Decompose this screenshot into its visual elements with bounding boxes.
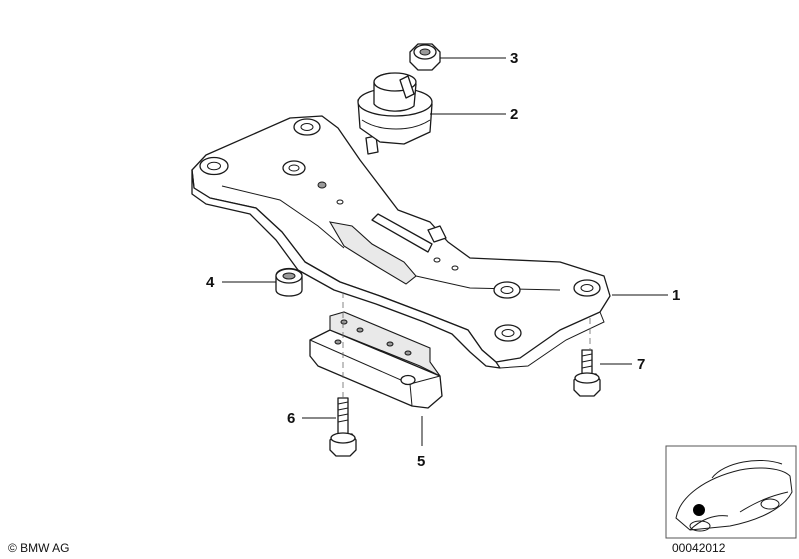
copyright-text: © BMW AG (8, 541, 70, 555)
bolt-long-part[interactable] (573, 349, 601, 397)
bushing-part[interactable] (275, 267, 303, 297)
callout-label: 3 (510, 50, 518, 67)
callout-label: 6 (287, 410, 295, 427)
callout-label: 1 (672, 287, 680, 304)
callout-2: 2 (430, 106, 518, 123)
vehicle-location-thumbnail (665, 445, 797, 539)
callout-label: 5 (417, 453, 425, 470)
mounting-bracket-part[interactable] (309, 311, 443, 409)
rubber-mount-part[interactable] (357, 72, 433, 155)
crossmember-part[interactable] (191, 115, 611, 369)
callout-label: 7 (637, 356, 645, 373)
callout-6: 6 (287, 410, 336, 427)
bolt-short-part[interactable] (329, 397, 357, 457)
callout-5: 5 (417, 416, 425, 470)
callout-4: 4 (206, 274, 276, 291)
callout-label: 2 (510, 106, 518, 123)
hex-nut-part[interactable] (409, 43, 441, 71)
drawing-number: 00042012 (672, 541, 726, 555)
callout-7: 7 (600, 356, 645, 373)
callout-1: 1 (612, 287, 680, 304)
location-marker (693, 504, 705, 516)
callout-label: 4 (206, 274, 215, 291)
callout-3: 3 (440, 50, 518, 67)
